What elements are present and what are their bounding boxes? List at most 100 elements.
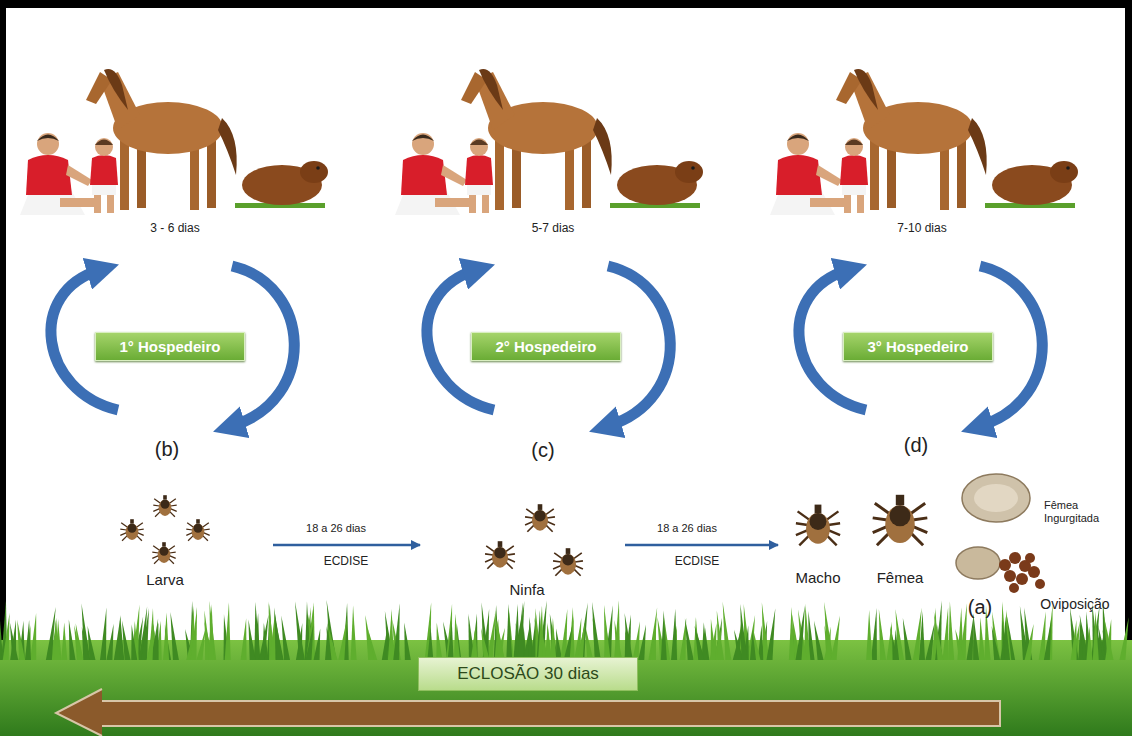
- grass-blade: [306, 625, 314, 660]
- grass-blade: [1039, 611, 1046, 660]
- grass-blade: [163, 613, 169, 660]
- stage-letter: (a): [968, 596, 992, 619]
- stage-name: Larva: [146, 571, 184, 588]
- grass-blade: [831, 615, 840, 660]
- grass-blade: [314, 629, 321, 660]
- grass-blade: [100, 608, 106, 660]
- grass-blade: [1025, 624, 1034, 660]
- grass-blade: [604, 605, 610, 660]
- grass-blade: [506, 604, 512, 660]
- stage-name: Ninfa: [509, 581, 544, 598]
- grass-blade: [979, 618, 985, 660]
- grass-blade: [76, 623, 84, 660]
- duration-label: 5-7 dias: [532, 222, 575, 236]
- grass-blade: [481, 628, 490, 660]
- grass-blade: [88, 626, 96, 660]
- grass-blade: [25, 620, 31, 660]
- grass-blade: [448, 622, 454, 660]
- grass-blade: [295, 601, 305, 660]
- grass-blade: [887, 622, 893, 660]
- grass-blade: [427, 627, 433, 660]
- grass-blade: [393, 604, 399, 660]
- grass-blade: [789, 607, 795, 660]
- grass-blade: [1104, 616, 1114, 660]
- process-label: ECDISE: [324, 555, 369, 569]
- grass-blade: [114, 616, 121, 660]
- grass-blade: [55, 619, 61, 660]
- grass-blade: [638, 625, 646, 660]
- grass-blade: [624, 615, 631, 660]
- grass-blade: [106, 624, 113, 660]
- grass-blade: [82, 627, 89, 660]
- node-text: ECLOSÃO 30 dias: [457, 664, 599, 684]
- grass-blade: [141, 608, 149, 660]
- grass-blade: [471, 630, 477, 660]
- stage-name: Macho: [795, 569, 840, 586]
- grass-blade: [550, 618, 556, 660]
- grass-blade: [30, 613, 36, 660]
- grass-blade: [934, 612, 944, 660]
- duration-label: 18 a 26 dias: [657, 522, 717, 535]
- grass-blade: [948, 601, 954, 660]
- grass-blade: [750, 630, 756, 660]
- grass-blade: [517, 602, 523, 660]
- grass-blade: [1093, 611, 1099, 660]
- grass-blade: [925, 623, 934, 660]
- grass-blade: [661, 610, 667, 660]
- grass-blade: [131, 624, 137, 660]
- grass-blade: [992, 612, 1000, 660]
- grass-blade: [225, 602, 231, 660]
- grass-blade: [351, 605, 357, 660]
- grass-blade: [866, 610, 872, 660]
- grass-blade: [680, 618, 687, 660]
- grass-blade: [814, 620, 824, 660]
- hatch-box: ECLOSÃO 30 dias: [418, 657, 638, 691]
- grass-blade: [454, 614, 460, 660]
- grass-blade: [248, 619, 255, 660]
- grass-blade: [269, 614, 275, 660]
- grass-blade: [259, 615, 269, 660]
- grass-blade: [69, 619, 76, 660]
- grass-blade: [903, 618, 912, 660]
- grass-blade: [436, 623, 442, 660]
- grass-blade: [147, 625, 154, 660]
- grass-blade: [3, 613, 10, 660]
- stage-letter: (d): [904, 434, 928, 457]
- grass-blade: [1119, 617, 1128, 660]
- grass-blade: [241, 618, 247, 660]
- grass-blade: [625, 613, 633, 660]
- grass-blade: [382, 627, 388, 660]
- grass-blade: [482, 602, 490, 660]
- grass-blade: [10, 620, 16, 660]
- grass-blade: [633, 621, 640, 660]
- grass-blade: [306, 606, 313, 660]
- host-box: 3° Hospedeiro: [843, 332, 993, 361]
- stage-letter: (c): [531, 439, 554, 462]
- node-text: 2° Hospedeiro: [495, 338, 596, 355]
- grass-blade: [61, 622, 67, 660]
- grass-blade: [328, 624, 338, 660]
- stage-name: Oviposição: [1040, 596, 1109, 612]
- grass-blade: [992, 626, 1000, 660]
- stage-name: Fêmea Ingurgitada: [1044, 499, 1110, 524]
- grass-blade: [1071, 620, 1077, 660]
- grass-blade: [695, 626, 705, 660]
- grass-blade: [56, 619, 62, 660]
- node-text: 3° Hospedeiro: [867, 338, 968, 355]
- process-label: ECDISE: [675, 555, 720, 569]
- grass-blade: [545, 627, 551, 660]
- grass-blade: [717, 610, 724, 660]
- grass-blade: [967, 615, 974, 660]
- grass-blade: [973, 613, 979, 660]
- grass-blade: [1004, 616, 1010, 660]
- grass-blade: [671, 609, 677, 660]
- grass-blade: [196, 628, 205, 660]
- grass-blade: [592, 602, 601, 660]
- grass-blade: [723, 602, 732, 660]
- grass-blade: [564, 626, 573, 660]
- grass-blade: [824, 602, 834, 660]
- grass-blade: [766, 608, 775, 660]
- duration-label: 18 a 26 dias: [306, 522, 366, 535]
